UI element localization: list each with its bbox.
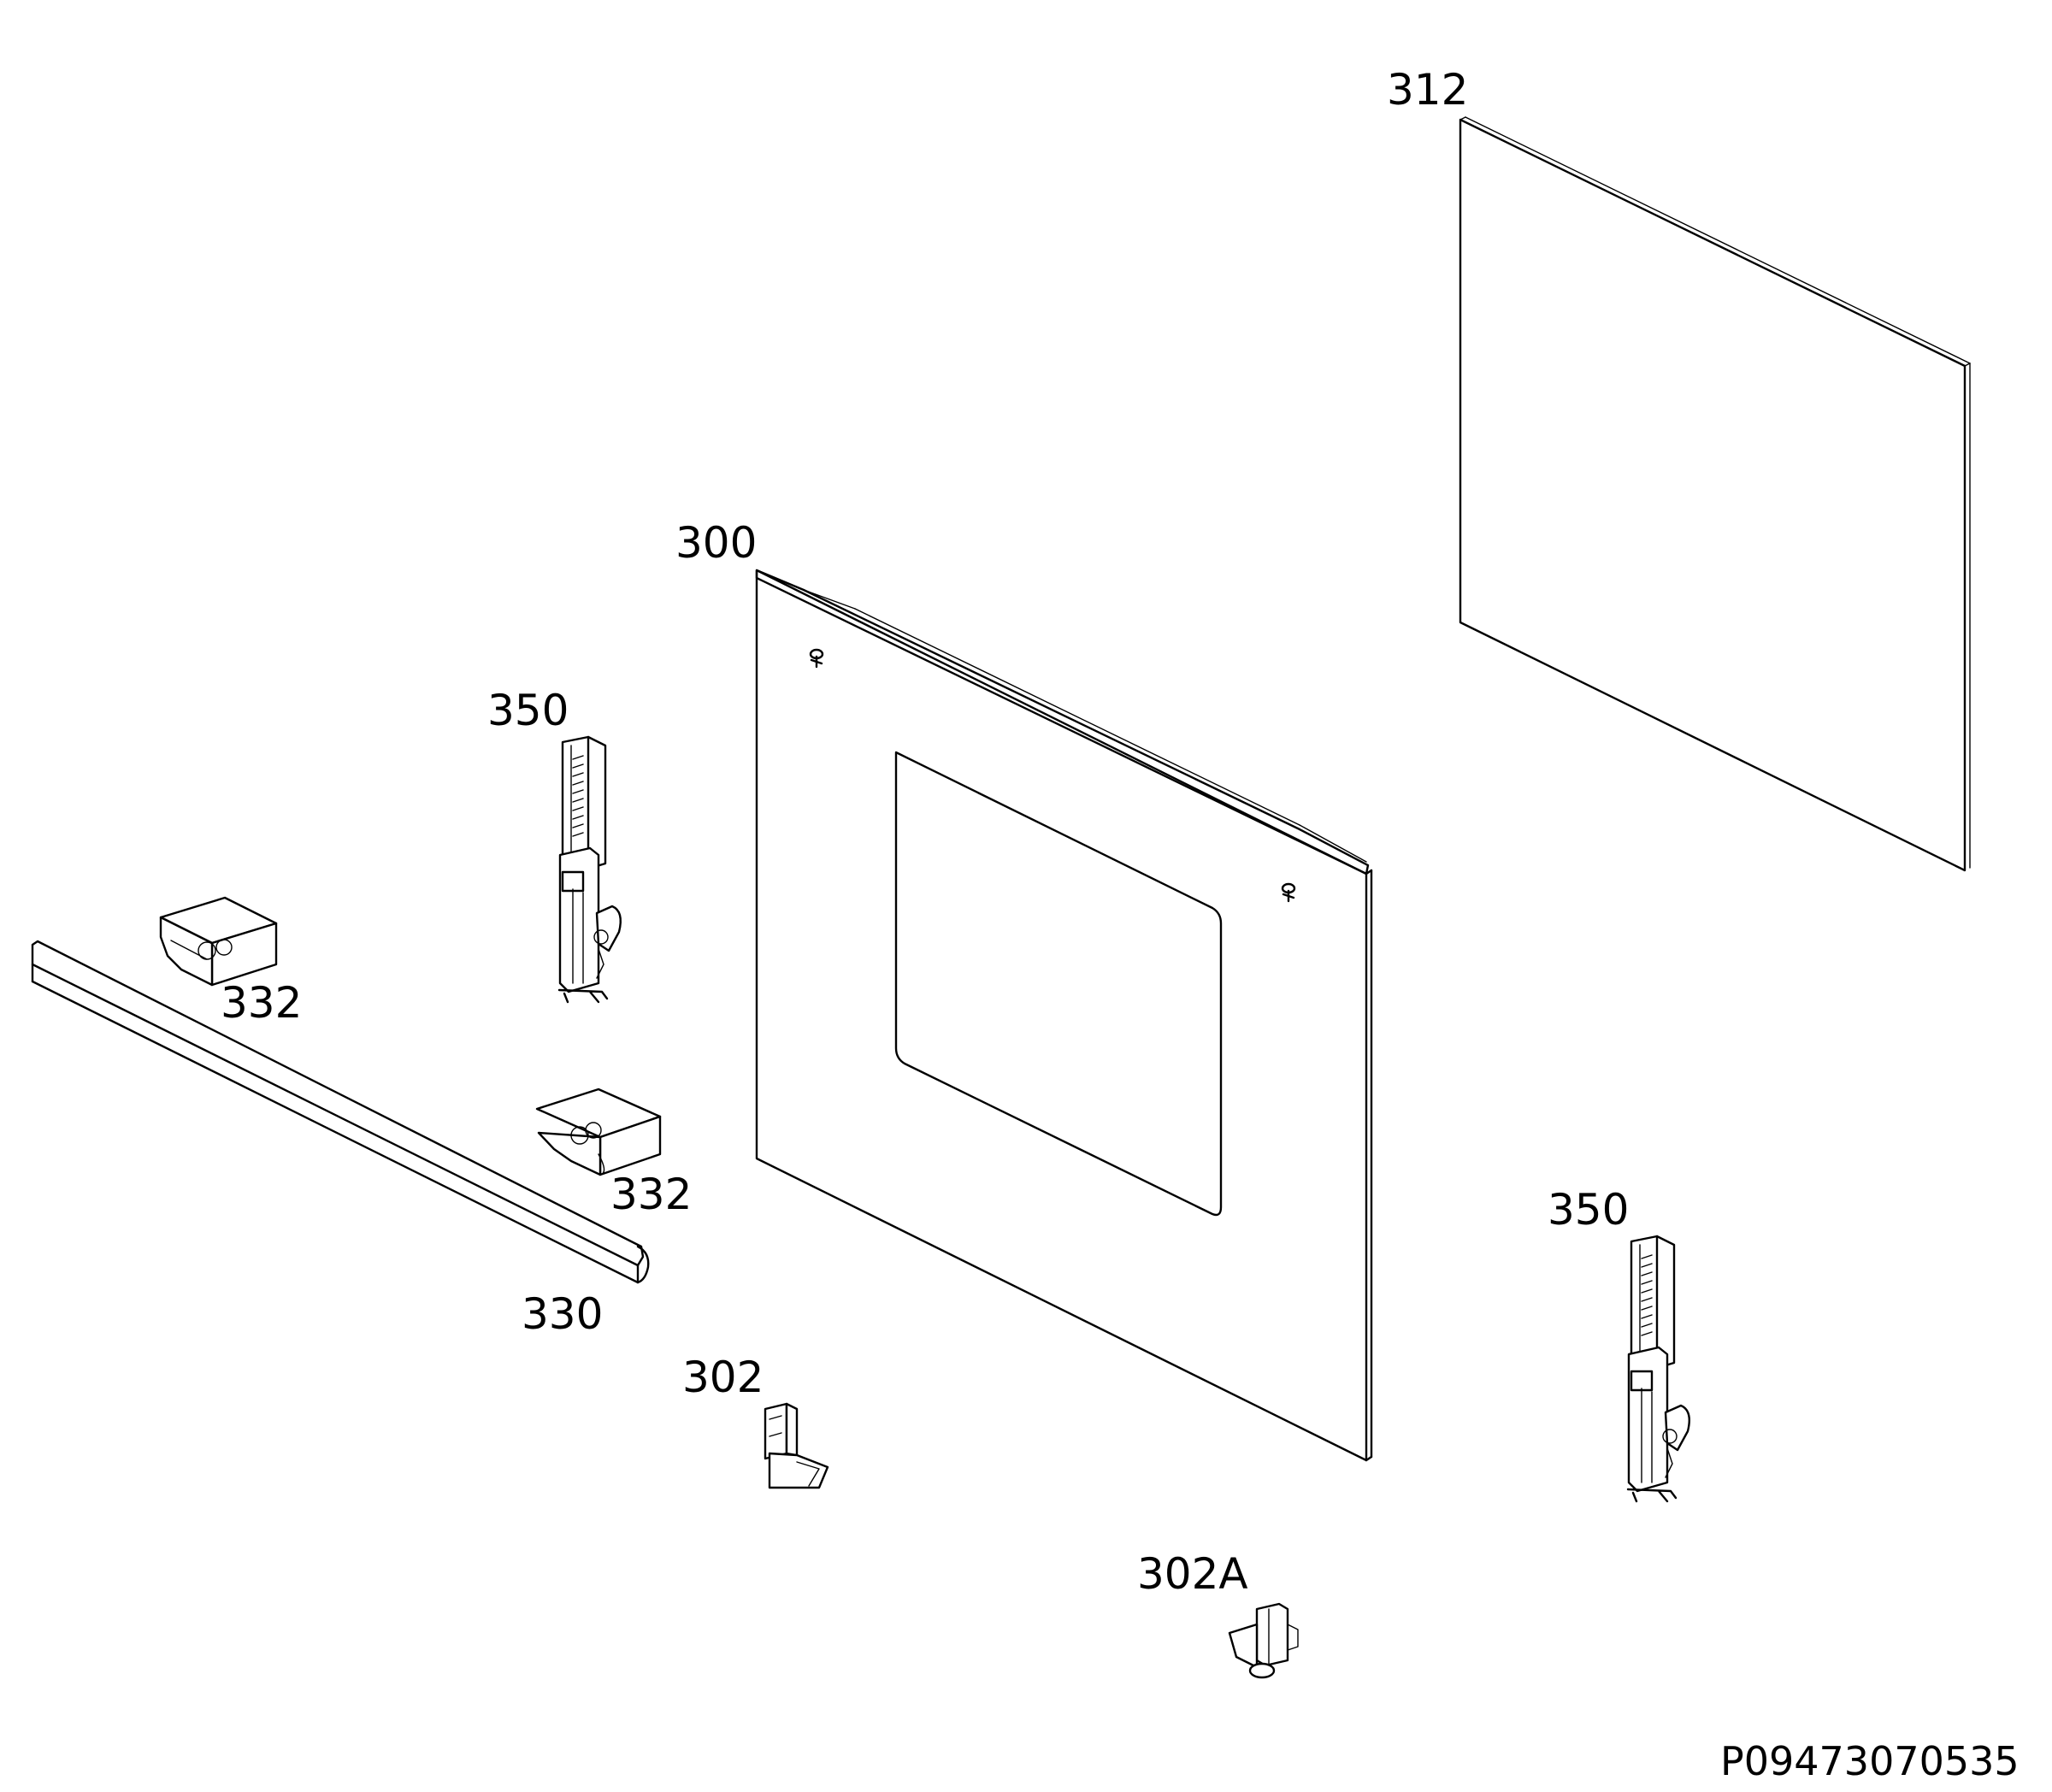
screw-left bbox=[809, 648, 824, 669]
label-350-right: 350 bbox=[1548, 1185, 1629, 1235]
part-332-end-cap-lower bbox=[535, 1088, 662, 1176]
label-312: 312 bbox=[1387, 65, 1468, 115]
part-350-hinge-right bbox=[1626, 1235, 1690, 1503]
part-312-inner-glass bbox=[1459, 116, 1971, 872]
part-300-door-glass-panel bbox=[755, 569, 1373, 1462]
part-330-door-handle bbox=[31, 940, 650, 1284]
label-332-lower: 332 bbox=[610, 1170, 692, 1219]
label-302a: 302A bbox=[1137, 1549, 1248, 1599]
label-350-left: 350 bbox=[487, 686, 569, 735]
screw-right bbox=[1281, 882, 1296, 903]
part-302a-clip bbox=[1228, 1602, 1299, 1679]
label-332-upper: 332 bbox=[221, 978, 302, 1028]
part-332-end-cap-upper bbox=[159, 896, 278, 987]
label-330: 330 bbox=[522, 1289, 603, 1339]
part-350-hinge-left bbox=[557, 735, 622, 1004]
part-302-clip bbox=[764, 1402, 829, 1489]
label-302: 302 bbox=[682, 1353, 764, 1402]
drawing-reference-code: P09473070535 bbox=[1720, 1738, 2020, 1784]
label-300: 300 bbox=[675, 518, 757, 568]
